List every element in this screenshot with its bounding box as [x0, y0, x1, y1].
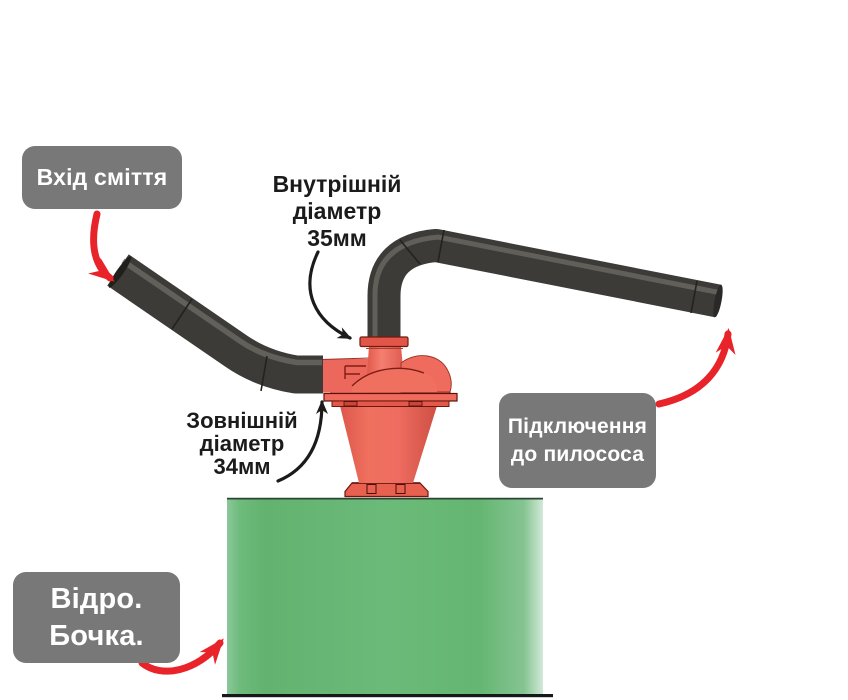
callout-garbage-inlet-text: Вхід сміття — [36, 164, 168, 190]
bucket-barrel — [222, 497, 553, 698]
vacuum-outlet-tube — [367, 229, 723, 341]
annotation-outer-diameter: Зовнішній діаметр 34мм — [167, 409, 317, 478]
arrow-garbage-inlet — [88, 210, 115, 282]
annotation-inner-line3: 35мм — [307, 225, 367, 251]
cyclone-base-flange — [344, 482, 429, 498]
callout-bucket-line1: Відро. — [50, 582, 143, 615]
cyclone-separator — [321, 346, 458, 498]
callout-vacuum-connection: Підключення до пилососа — [499, 393, 656, 488]
arrow-outer-diameter — [276, 400, 328, 483]
annotation-inner-diameter: Внутрішній діаметр 35мм — [257, 171, 417, 252]
annotation-outer-line3: 34мм — [213, 454, 271, 479]
callout-vacuum-line2: до пилососа — [510, 442, 645, 466]
arrow-inner-diameter — [308, 250, 352, 340]
arrow-bucket-barrel — [138, 638, 224, 675]
outlet-flange-ring — [359, 336, 409, 348]
annotation-outer-line1: Зовнішній — [186, 408, 298, 433]
callout-bucket-barrel: Відро. Бочка. — [13, 572, 180, 663]
annotation-outer-line2: діаметр — [199, 431, 285, 456]
annotation-inner-line2: діаметр — [292, 198, 382, 224]
callout-bucket-line2: Бочка. — [49, 619, 144, 652]
annotation-inner-line1: Внутрішній — [272, 171, 402, 197]
callout-vacuum-line1: Підключення — [507, 414, 648, 438]
cyclone-cone — [340, 406, 437, 483]
arrow-vacuum-connection — [655, 328, 736, 408]
callout-garbage-inlet: Вхід сміття — [22, 146, 182, 209]
garbage-inlet-tube — [107, 254, 323, 394]
